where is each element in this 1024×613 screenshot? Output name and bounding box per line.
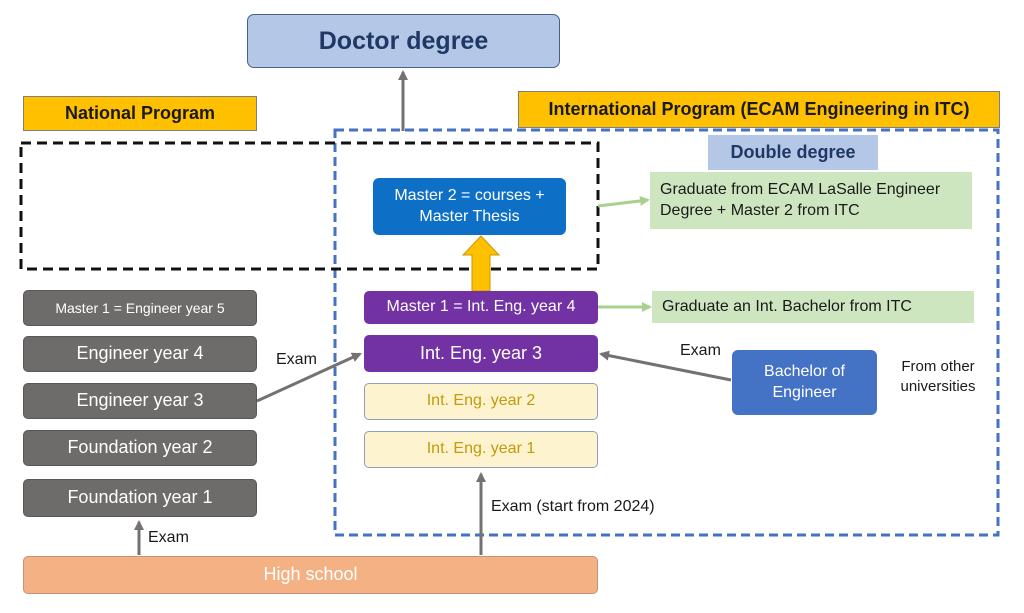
engineer-year3-box: Engineer year 3: [23, 383, 257, 419]
bachelor-of-engineer-label: Bachelor of Engineer: [764, 362, 845, 401]
int-year2-box: Int. Eng. year 2: [364, 383, 598, 420]
high-school-label: High school: [263, 564, 358, 585]
int-year3-box: Int. Eng. year 3: [364, 335, 598, 372]
exam-label-national-to-international: Exam: [276, 351, 317, 368]
international-program-region: [333, 128, 1000, 537]
bachelor-of-engineer-box: Bachelor of Engineer: [732, 350, 877, 415]
engineer-year4-label: Engineer year 4: [76, 343, 204, 364]
ecam-outcome-box: Graduate from ECAM LaSalle Engineer Degr…: [650, 172, 972, 229]
international-program-text: International Program (ECAM Engineering …: [548, 98, 970, 119]
international-program-label: International Program (ECAM Engineering …: [518, 91, 1000, 128]
exam-start-label: Exam (start from 2024): [491, 498, 655, 515]
doctor-degree-label: Doctor degree: [318, 26, 489, 55]
from-other-universities-text: From other universities: [900, 358, 976, 396]
foundation-year2-box: Foundation year 2: [23, 430, 257, 466]
from-other-universities-label: From other universities: [893, 357, 983, 398]
national-program-text: National Program: [64, 102, 216, 123]
doctor-degree-box: Doctor degree: [247, 14, 560, 68]
int-year1-label: Int. Eng. year 1: [426, 440, 536, 458]
high-school-box: High school: [23, 556, 598, 594]
bachelor-outcome-label: Graduate an Int. Bachelor from ITC: [662, 297, 912, 315]
arrow-bachelor-to-year3: [599, 350, 732, 382]
exam-label-bachelor: Exam: [680, 342, 721, 359]
int-master1-label: Master 1 = Int. Eng. year 4: [386, 298, 576, 316]
int-year1-box: Int. Eng. year 1: [364, 431, 598, 468]
arrow-national-to-international: [256, 352, 362, 403]
arrow-master2-outcome: [597, 195, 650, 208]
int-year2-label: Int. Eng. year 2: [426, 392, 536, 410]
ecam-outcome-label: Graduate from ECAM LaSalle Engineer Degr…: [660, 180, 941, 219]
foundation-year1-label: Foundation year 1: [67, 487, 213, 508]
int-year3-label: Int. Eng. year 3: [419, 342, 543, 363]
double-degree-text: Double degree: [730, 141, 856, 162]
master2-label: Master 2 = courses + Master Thesis: [394, 186, 545, 225]
engineer-year4-box: Engineer year 4: [23, 336, 257, 372]
bachelor-outcome-box: Graduate an Int. Bachelor from ITC: [652, 291, 974, 323]
exam-label-foundation: Exam: [148, 529, 189, 546]
double-degree-label: Double degree: [708, 135, 878, 170]
engineer-year3-label: Engineer year 3: [76, 390, 204, 411]
arrow-master1-to-master2: [461, 235, 501, 292]
national-master1-label: Master 1 = Engineer year 5: [55, 299, 225, 316]
foundation-year1-box: Foundation year 1: [23, 479, 257, 517]
int-master1-box: Master 1 = Int. Eng. year 4: [364, 291, 598, 324]
master2-box: Master 2 = courses + Master Thesis: [373, 178, 566, 235]
national-master1-box: Master 1 = Engineer year 5: [23, 290, 257, 326]
foundation-year2-label: Foundation year 2: [67, 437, 213, 458]
national-program-label: National Program: [23, 96, 257, 131]
